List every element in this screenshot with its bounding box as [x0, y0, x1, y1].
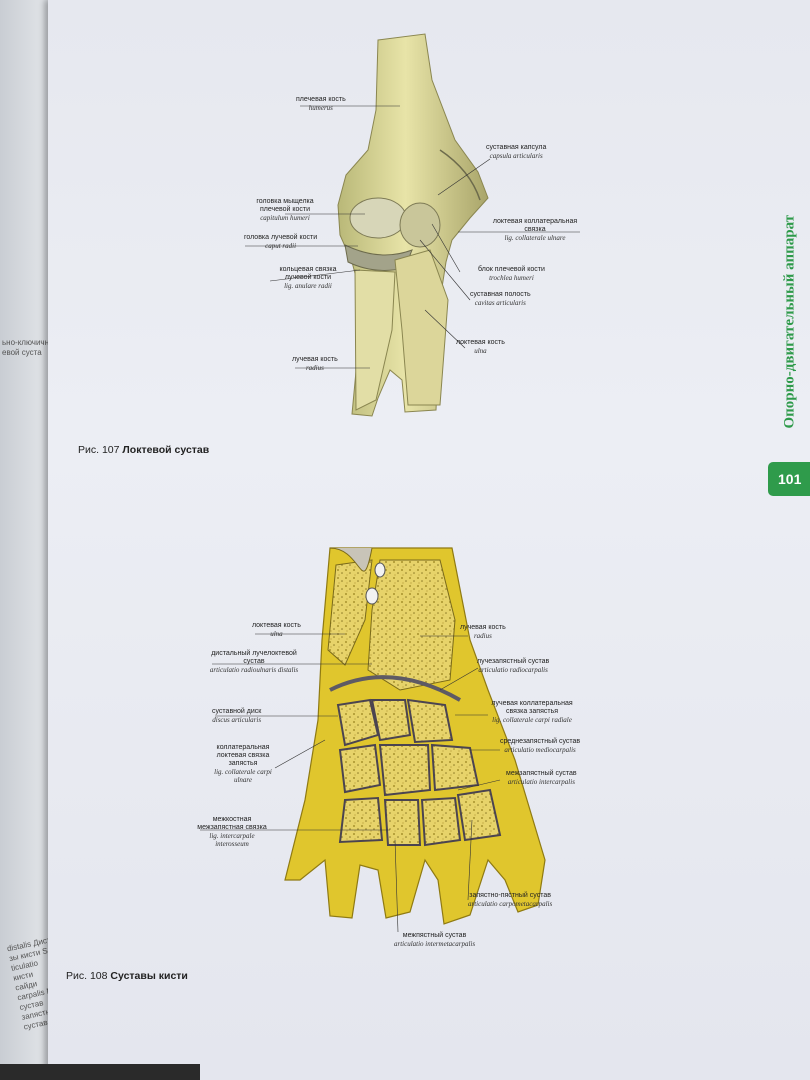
fig108-leader-lines: [200, 633, 501, 933]
page-number-badge: 101: [768, 462, 810, 496]
figure108-caption: Рис. 108 Суставы кисти: [66, 970, 188, 982]
fig107-leader-lines: [245, 105, 580, 369]
section-title: Опорно-двигательный аппарат: [781, 214, 798, 429]
hand-joints-illustration: [284, 547, 546, 925]
figure107-caption: Рис. 107 Локтевой сустав: [78, 444, 210, 456]
elbow-joint-illustration: [337, 33, 489, 417]
page-shadow: [0, 1064, 200, 1080]
